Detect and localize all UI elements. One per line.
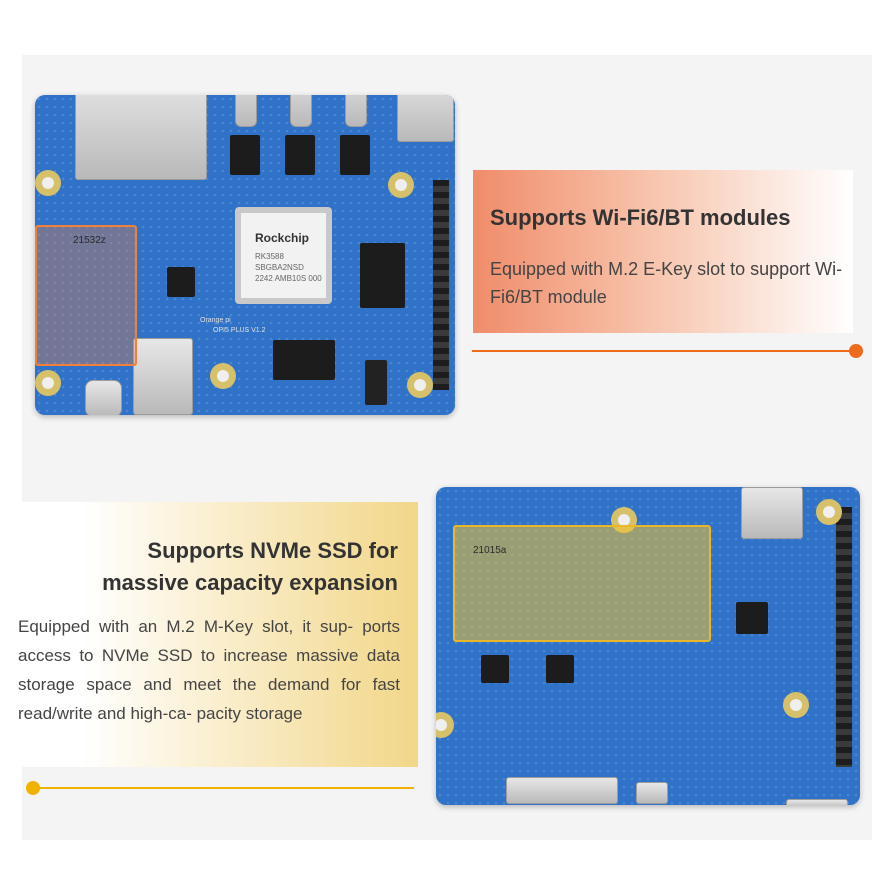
board-top-image: Rockchip RK3588 SBGBA2NSD 2242 AMB10S 00…: [35, 95, 455, 415]
usb3-port: [133, 338, 193, 415]
ekey-slot-highlight: 21532z: [35, 225, 137, 366]
ethernet-ports: [75, 95, 207, 180]
wifi-feature-title: Supports Wi-Fi6/BT modules: [490, 205, 791, 230]
bottom-connectors: [506, 777, 618, 804]
soc-model: RK3588: [255, 252, 284, 261]
wifi-feature-description: Equipped with M.2 E-Key slot to support …: [490, 259, 843, 307]
nvme-divider-line: [34, 787, 414, 789]
mkey-slot-highlight: 21015a: [453, 525, 711, 642]
nvme-feature-backdrop: [22, 502, 418, 767]
soc-chip: Rockchip RK3588 SBGBA2NSD 2242 AMB10S 00…: [235, 207, 332, 304]
soc-info: SBGBA2NSD 2242 AMB10S 000: [255, 263, 322, 283]
board-logo: Orange pi: [200, 317, 231, 324]
wifi-divider-line: [472, 350, 857, 352]
wifi-feature-backdrop: [473, 170, 853, 333]
nvme-feature-title: Supports NVMe SSD for massive capacity e…: [20, 535, 398, 599]
usb-port: [397, 95, 454, 142]
nvme-feature-description: Equipped with an M.2 M-Key slot, it sup-…: [18, 617, 400, 723]
dot-icon: [26, 781, 40, 795]
dot-icon: [849, 344, 863, 358]
nvme-title-line2: massive capacity expansion: [102, 570, 398, 595]
mkey-slot-label: 21015a: [473, 545, 507, 556]
soc-brand: Rockchip: [255, 231, 310, 245]
nvme-title-line1: Supports NVMe SSD for: [147, 538, 398, 563]
ekey-slot-label: 21532z: [73, 235, 106, 246]
gpio-header-bottom: [836, 507, 852, 767]
gpio-header: [433, 180, 449, 390]
board-version: OPI5 PLUS V1.2: [213, 327, 266, 334]
sd-card-slot: [741, 487, 803, 539]
